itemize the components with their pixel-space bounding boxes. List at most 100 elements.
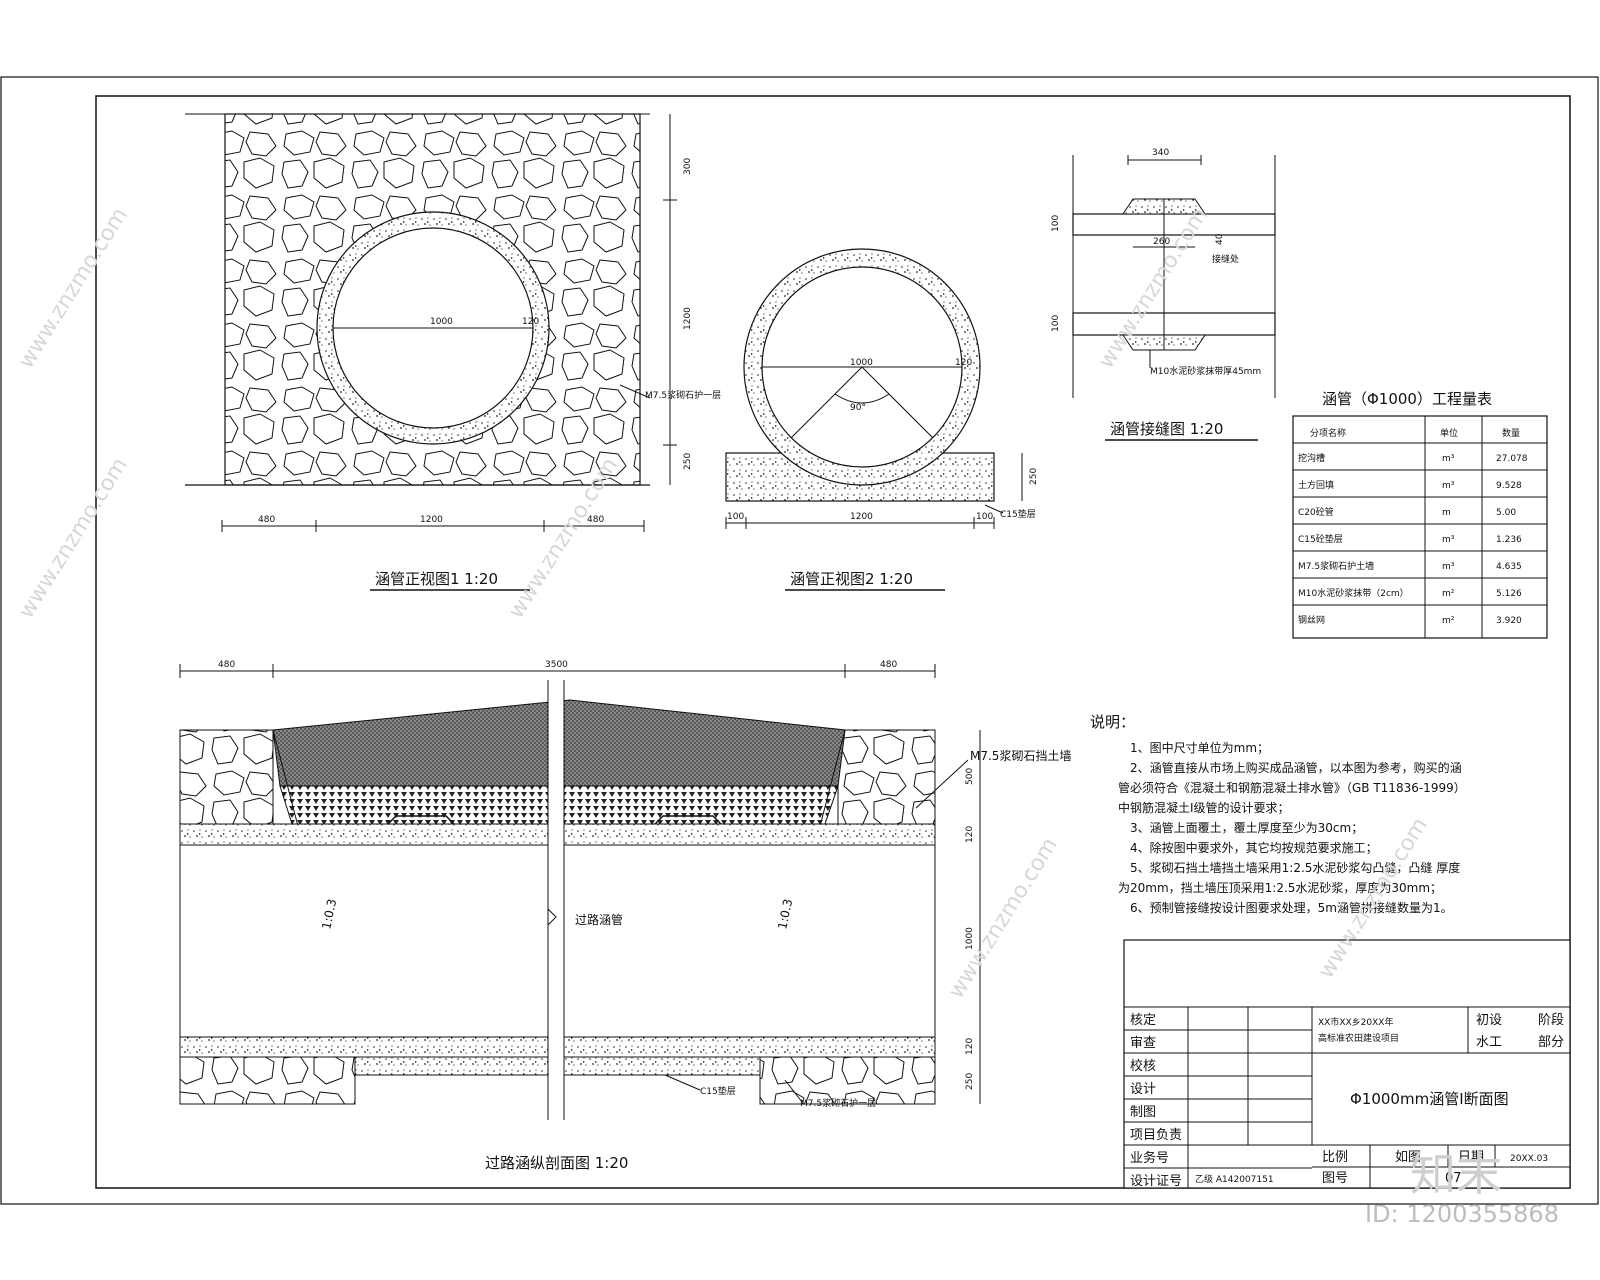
table-cell-name: M7.5浆砌石护土墙: [1298, 560, 1374, 572]
dim-sec-h2: 120: [965, 826, 975, 843]
joint-title: 涵管接缝图 1:20: [1110, 420, 1223, 438]
watermark-text: www.znzmo.com: [944, 833, 1063, 1003]
table-cell-unit: m³: [1442, 454, 1455, 464]
dim-sec-h4: 120: [965, 1038, 975, 1055]
table-cell-qty: 9.528: [1496, 481, 1522, 491]
dim-left: 480: [258, 515, 275, 525]
dim-sec-left: 480: [218, 660, 235, 670]
table-cell-unit: m³: [1442, 562, 1455, 572]
section-title: 过路涵纵剖面图 1:20: [485, 1154, 628, 1172]
wall-label: M7.5浆砌石挡土墙: [970, 748, 1071, 763]
dim-right: 480: [587, 515, 604, 525]
date-label: 日期: [1458, 1150, 1484, 1165]
slope-left: 1:0.3: [319, 898, 339, 931]
note-line: 管必须符合《混凝土和钢筋混凝土排水管》（GB T11836-1999）: [1118, 780, 1466, 795]
dim-sec-right: 480: [880, 660, 897, 670]
date-value: 20XX.03: [1510, 1154, 1548, 1164]
notes-heading: 说明：: [1090, 713, 1135, 731]
table-cell-name: 钢丝网: [1298, 614, 1325, 626]
dim-top-joint: 340: [1152, 148, 1169, 158]
dim-left-2: 100: [727, 512, 744, 522]
note-line: 4、除按图中要求外，其它均按规范要求施工；: [1130, 840, 1378, 855]
dim-angle: 90°: [850, 403, 866, 413]
table-cell-unit: m²: [1442, 589, 1455, 599]
drawing-title: Φ1000mm涵管I断面图: [1350, 1090, 1509, 1108]
titleblock-role: 核定: [1130, 1013, 1156, 1028]
outer-frame: [0, 76, 1599, 1205]
table-cell-qty: 3.920: [1496, 616, 1522, 626]
dim-h2: 100: [1051, 315, 1061, 332]
stage-label: 阶段: [1538, 1013, 1564, 1028]
drawing-no-label: 图号: [1322, 1171, 1348, 1186]
wall-right-base: [759, 1056, 936, 1105]
dim-center: 1200: [420, 515, 443, 525]
front2-title: 涵管正视图2 1:20: [790, 570, 913, 588]
titleblock-role: 项目负责: [1130, 1128, 1182, 1143]
table-header-qty: 数量: [1502, 427, 1520, 439]
scale-label: 比例: [1322, 1150, 1348, 1165]
wall-right-top: [837, 729, 936, 825]
table-cell-name: M10水泥砂浆抹带（2cm）: [1298, 587, 1409, 599]
part-value: 水工: [1476, 1035, 1502, 1050]
note-line: 6、预制管接缝按设计图要求处理，5m涵管拼接缝数量为1。: [1130, 900, 1453, 915]
table-title: 涵管（Φ1000）工程量表: [1322, 390, 1492, 408]
note-line: 中钢筋混凝土Ⅰ级管的设计要求；: [1118, 800, 1290, 815]
table-cell-qty: 4.635: [1496, 562, 1522, 572]
titleblock-role: 业务号: [1130, 1150, 1169, 1166]
callout-masonry-section: M7.5浆砌石护一层: [800, 1097, 876, 1109]
table-cell-qty: 1.236: [1496, 535, 1522, 545]
watermark-logo: 知末: [1410, 1147, 1502, 1201]
drawing-no: 07: [1445, 1171, 1462, 1186]
table-cell-unit: m³: [1442, 481, 1455, 491]
note-line: 1、图中尺寸单位为mm；: [1130, 740, 1269, 755]
part-label: 部分: [1538, 1035, 1564, 1050]
watermark-text: www.znzmo.com: [14, 203, 133, 373]
scale-value: 如图: [1395, 1149, 1421, 1165]
slope-right: 1:0.3: [775, 898, 795, 931]
dim-right-2: 100: [976, 512, 993, 522]
dim-side: 40: [1215, 233, 1225, 245]
table-cell-unit: m³: [1442, 535, 1455, 545]
dim-sec-total: 3500: [545, 660, 568, 670]
joint-detail: 340 260 40 接缝处 100 100 M10水泥砂浆抹带厚45mm 涵管…: [1051, 148, 1276, 441]
stage-value: 初设: [1476, 1013, 1502, 1028]
table-cell-qty: 27.078: [1496, 454, 1528, 464]
note-line: 为20mm，挡土墙压顶采用1:2.5水泥砂浆，厚度为30mm；: [1118, 880, 1442, 895]
longitudinal-section: 480 3500 480 过路涵管 1:0.3 1:0.3 M: [179, 660, 1071, 1172]
dim-sec-h1: 500: [965, 768, 975, 785]
image-id: ID: 1200355868: [1365, 1200, 1559, 1228]
front-view-1: 1000 120 300 1200 250 M7.5浆砌石护一层 480 120…: [185, 113, 721, 591]
note-line: 3、涵管上面覆土，覆土厚度至少为30cm；: [1130, 820, 1363, 835]
dim-h: 250: [1029, 468, 1039, 485]
dim-dia-2: 1000: [850, 358, 873, 368]
table-cell-unit: m²: [1442, 616, 1455, 626]
table-cell-unit: m: [1442, 508, 1451, 518]
dim-mid: 1200: [683, 307, 693, 330]
joint-mortar-label: M10水泥砂浆抹带厚45mm: [1150, 365, 1261, 377]
callout-c15: C15垫层: [1000, 508, 1036, 520]
pipe-bottom-wall: [1072, 312, 1276, 336]
table-header-name: 分项名称: [1310, 427, 1346, 439]
dim-sec-h5: 250: [965, 1073, 975, 1090]
table-header-unit: 单位: [1440, 427, 1458, 439]
watermark-text: www.znzmo.com: [14, 453, 133, 623]
table-cell-qty: 5.00: [1496, 508, 1516, 518]
dim-sec-h3: 1000: [965, 927, 975, 950]
titleblock-role: 校核: [1130, 1058, 1156, 1074]
note-line: 2、涵管直接从市场上购买成品涵管，以本图为参考，购买的涵: [1130, 760, 1462, 775]
callout-c15-section: C15垫层: [700, 1085, 736, 1097]
notes-block: 说明： 1、图中尺寸单位为mm； 2、涵管直接从市场上购买成品涵管，以本图为参考，…: [1090, 713, 1466, 915]
pipe-label: 过路涵管: [575, 912, 623, 927]
dim-center-2: 1200: [850, 512, 873, 522]
project-line2: 高标准农田建设项目: [1318, 1032, 1399, 1044]
front-view-2: 1000 120 90° 250 C15垫层 100 1200 100 涵管正视…: [725, 248, 1039, 591]
joint-label: 接缝处: [1212, 253, 1239, 265]
table-cell-name: 土方回填: [1298, 479, 1334, 491]
dim-top: 300: [683, 158, 693, 175]
titleblock-role: 审查: [1130, 1036, 1156, 1051]
table-cell-name: C20砼管: [1298, 506, 1334, 518]
dim-wall-2: 120: [955, 358, 972, 368]
